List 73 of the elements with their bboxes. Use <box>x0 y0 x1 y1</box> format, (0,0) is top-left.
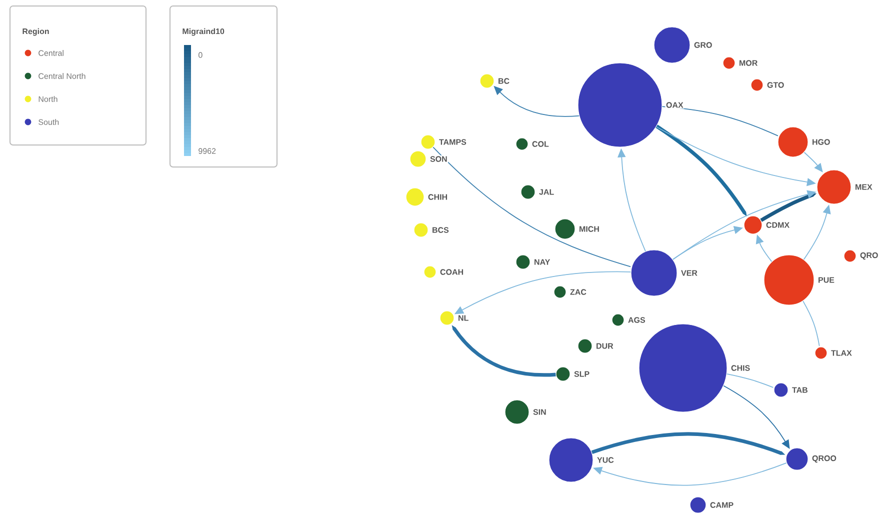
node-label: CAMP <box>709 501 734 509</box>
node-circle <box>578 62 662 148</box>
node-circle <box>548 438 594 482</box>
node-circle <box>516 138 528 150</box>
node-label: JAL <box>538 188 555 196</box>
legend-label: Central <box>38 50 64 56</box>
node-label: COL <box>531 140 550 148</box>
node-label: VER <box>680 269 698 277</box>
node-circle <box>786 448 808 470</box>
node-label: AGS <box>627 316 646 324</box>
node-label: TAMPS <box>438 138 468 146</box>
node-circle <box>612 314 624 326</box>
node-label: GTO <box>766 81 785 89</box>
node-circle <box>774 382 788 398</box>
node-label: HGO <box>811 138 832 146</box>
legend-title: Region <box>22 28 49 36</box>
node-circle <box>778 126 808 158</box>
node-circle <box>440 310 454 326</box>
node-circle <box>654 26 690 64</box>
legend-label: Central North <box>38 73 86 79</box>
legend-label: North <box>38 96 58 102</box>
node-circle <box>750 78 764 92</box>
node-circle <box>814 346 828 360</box>
node-circle <box>424 266 436 278</box>
node-label: COAH <box>439 268 464 276</box>
node-circle <box>516 254 530 270</box>
node-circle <box>520 184 536 200</box>
node-circle <box>406 188 424 206</box>
node-circle <box>578 338 592 354</box>
node-circle <box>744 216 762 234</box>
legend-title: Migraind10 <box>182 28 224 36</box>
node-label: YUC <box>596 456 615 464</box>
scale-label: 0 <box>198 52 202 58</box>
node-circle <box>414 222 428 238</box>
node-label: QRO <box>859 252 880 260</box>
node-circle <box>638 324 728 412</box>
node-label: CHIS <box>730 364 751 372</box>
arrow <box>804 152 823 172</box>
node-circle <box>504 400 530 424</box>
node-circle <box>764 254 814 306</box>
node-label: MEX <box>854 183 874 191</box>
node-circle <box>554 286 566 298</box>
node-label: GRO <box>693 41 714 49</box>
node-label: CHIH <box>427 193 448 201</box>
legend-label: South <box>38 119 59 125</box>
node-circle <box>844 250 856 262</box>
node-label: CDMX <box>765 221 790 229</box>
scale-label: 9962 <box>198 148 216 154</box>
node-circle <box>630 250 678 296</box>
node-label: PUE <box>817 276 836 284</box>
node-label: ZAC <box>569 288 588 296</box>
node-label: QROO <box>811 454 838 464</box>
node-label: NL <box>457 314 470 322</box>
node-label: BC <box>497 77 510 85</box>
node-label: BCS <box>431 226 450 234</box>
node-label: NAY <box>533 258 551 266</box>
node-circle <box>420 134 436 150</box>
node-circle <box>722 56 736 70</box>
node-circle <box>480 74 494 88</box>
node-label: MICH <box>578 225 600 233</box>
node-circle <box>410 150 426 168</box>
node-label: SLP <box>573 370 590 378</box>
node-circle <box>554 218 576 240</box>
node-label: DUR <box>595 342 614 350</box>
node-circle <box>556 366 570 382</box>
node-label: SIN <box>532 408 548 416</box>
node-label: TLAX <box>830 349 853 357</box>
node-label: TAB <box>791 386 809 394</box>
node-circle <box>816 170 852 204</box>
node-label: MOR <box>738 59 758 67</box>
node-circle <box>690 496 706 514</box>
node-label: OAX <box>665 101 684 109</box>
node-label: SON <box>429 155 448 163</box>
